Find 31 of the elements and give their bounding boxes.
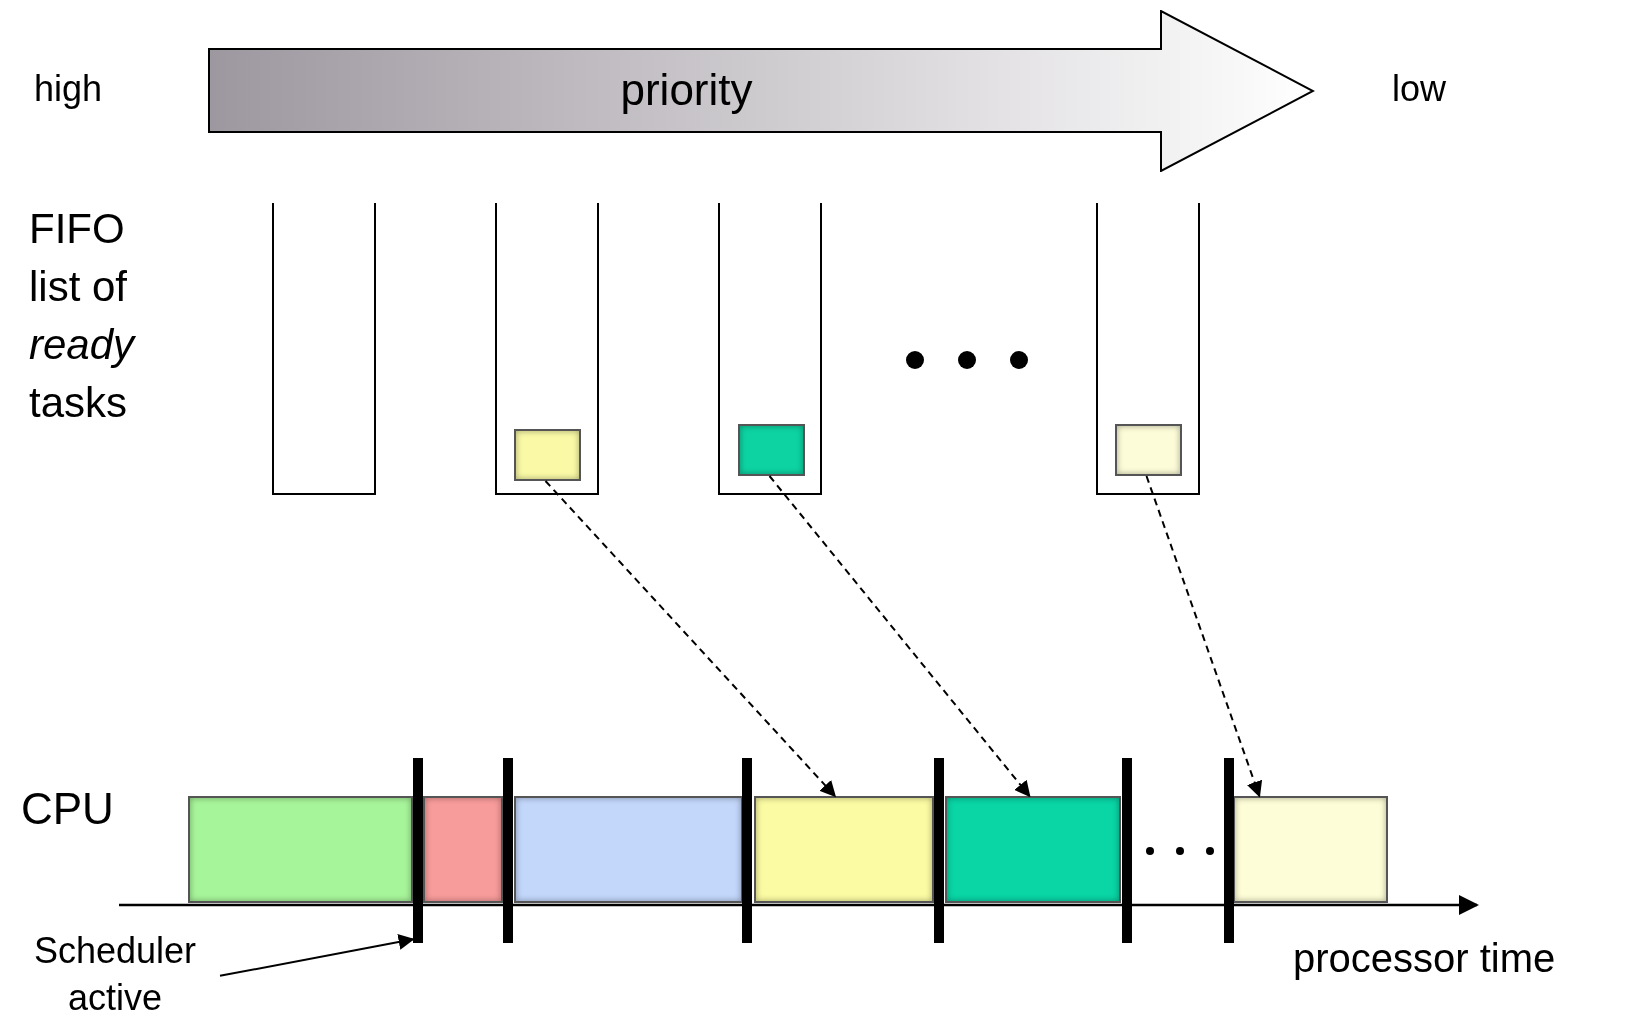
label-text: low <box>1392 67 1447 111</box>
note-text: Scheduler active <box>32 929 198 1020</box>
label-text: FIFO list of ready tasks <box>29 204 137 428</box>
dashed-arrow <box>768 475 1031 798</box>
task-block <box>514 429 581 481</box>
priority-arrow <box>208 10 1315 172</box>
label-text: CPU <box>21 783 114 835</box>
scheduler-mark <box>413 758 423 943</box>
scheduler-mark <box>1122 758 1132 943</box>
label-text: processor time <box>1293 935 1556 982</box>
queue-slot <box>718 203 822 495</box>
time-slice <box>514 796 743 903</box>
time-slice <box>423 796 503 903</box>
time-slice <box>188 796 413 903</box>
time-slice <box>1233 796 1388 903</box>
dashed-arrow <box>1145 475 1263 798</box>
priority-label: priority <box>619 65 754 115</box>
scheduler-mark <box>934 758 944 943</box>
queue-slot <box>272 203 376 495</box>
leader-line <box>219 934 415 977</box>
scheduler-mark <box>1224 758 1234 943</box>
label-text: high <box>34 67 103 111</box>
time-slice <box>945 796 1121 903</box>
queue-slot <box>495 203 599 495</box>
time-slice <box>754 796 934 903</box>
scheduler-mark <box>742 758 752 943</box>
task-block <box>738 424 805 476</box>
queue-slot <box>1096 203 1200 495</box>
task-block <box>1115 424 1182 476</box>
dashed-arrow <box>544 480 837 798</box>
scheduler-mark <box>503 758 513 943</box>
